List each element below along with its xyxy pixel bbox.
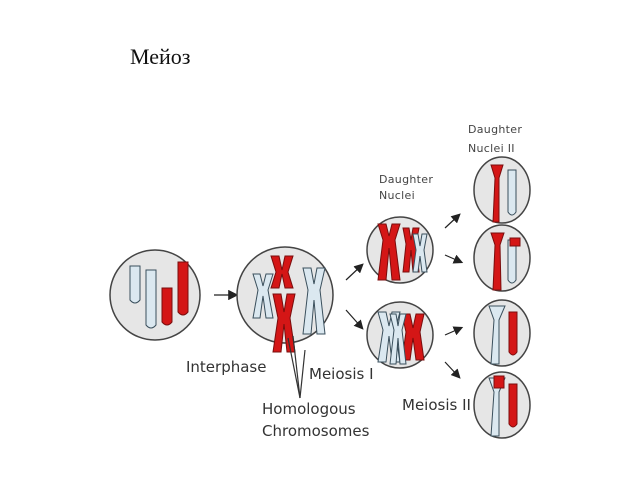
arrow — [444, 326, 464, 336]
label-meiosis-2: Meiosis II — [402, 396, 471, 414]
label-meiosis-1: Meiosis I — [309, 365, 374, 383]
page-title: Мейоз — [130, 44, 191, 69]
arrow — [345, 309, 364, 330]
arrow — [444, 254, 464, 264]
label-daughter-nuclei-2-line2: Nuclei II — [468, 142, 515, 155]
label-homologous: Homologous — [262, 400, 356, 418]
chromosome-paternal — [129, 265, 141, 304]
label-chromosomes: Chromosomes — [262, 422, 370, 440]
arrow — [444, 361, 461, 379]
label-daughter-nuclei-line2: Nuclei — [379, 189, 415, 202]
label-daughter-nuclei-2-line1: Daughter — [468, 123, 523, 136]
daughter-nucleus-2-c — [473, 299, 531, 367]
chromosome-paternal — [145, 269, 157, 329]
arrow — [345, 263, 364, 281]
daughter-nucleus-bottom — [366, 301, 434, 369]
daughter-nucleus-top — [366, 216, 434, 284]
homologous-pointer — [292, 335, 301, 399]
chromosome-maternal — [161, 287, 173, 326]
homologous-pointer — [287, 337, 301, 399]
daughter-nucleus-2-d — [473, 371, 531, 439]
daughter-nucleus-2-b — [473, 224, 531, 292]
daughter-nucleus-2-a — [473, 156, 531, 224]
label-interphase: Interphase — [186, 358, 267, 376]
interphase-cell — [109, 249, 201, 341]
arrow — [444, 213, 461, 229]
label-daughter-nuclei-line1: Daughter — [379, 173, 434, 186]
meiosis-1-cell — [236, 246, 334, 353]
homologous-pointer — [299, 349, 306, 399]
chromosome-maternal — [177, 261, 189, 316]
